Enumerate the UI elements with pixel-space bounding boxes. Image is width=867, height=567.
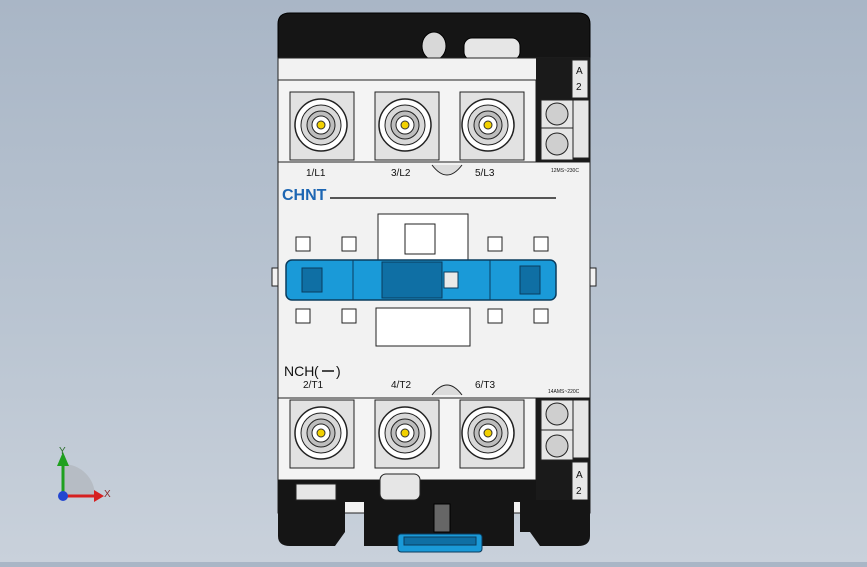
terminal-label-6t3: 6/T3: [475, 380, 495, 391]
screw-bottom-1: [294, 406, 348, 460]
terminal-label-5l3: 5/L3: [475, 168, 495, 179]
screw-bottom-3: [461, 406, 515, 460]
coordinate-triad: Y X: [57, 446, 111, 502]
terminal-label-1l1: 1/L1: [306, 168, 326, 179]
coil-rating-top: 12MS~230C: [551, 168, 579, 174]
terminal-label-4t2: 4/T2: [391, 380, 411, 391]
y-axis-label: Y: [59, 446, 66, 457]
screw-top-2: [378, 98, 432, 152]
coil-letter-2-bottom: 2: [576, 486, 582, 497]
armature-slider[interactable]: [285, 259, 557, 301]
screw-bottom-2: [378, 406, 432, 460]
svg-text:(: (: [314, 363, 319, 379]
coil-letter-2-top: 2: [576, 82, 582, 93]
coil-letter-a-top: A: [576, 66, 583, 77]
coil-terminal-bottom: [536, 398, 590, 502]
nc-symbol: ( ): [314, 363, 341, 379]
auxiliary-windows: [295, 213, 549, 347]
coil-rating-bottom: 14AMS~220C: [548, 389, 580, 395]
screw-top-1: [294, 98, 348, 152]
screw-top-3: [461, 98, 515, 152]
x-axis-label: X: [104, 489, 111, 500]
terminal-label-3l2: 3/L2: [391, 168, 411, 179]
manual-test-button[interactable]: [397, 533, 483, 553]
svg-text:): ): [336, 363, 341, 379]
coil-terminal-top: [536, 58, 590, 162]
terminal-label-2t1: 2/T1: [303, 380, 323, 391]
brand-logo: CHNT: [282, 187, 327, 204]
series-label: NCH: [284, 363, 314, 379]
coil-letter-a-bottom: A: [576, 470, 583, 481]
